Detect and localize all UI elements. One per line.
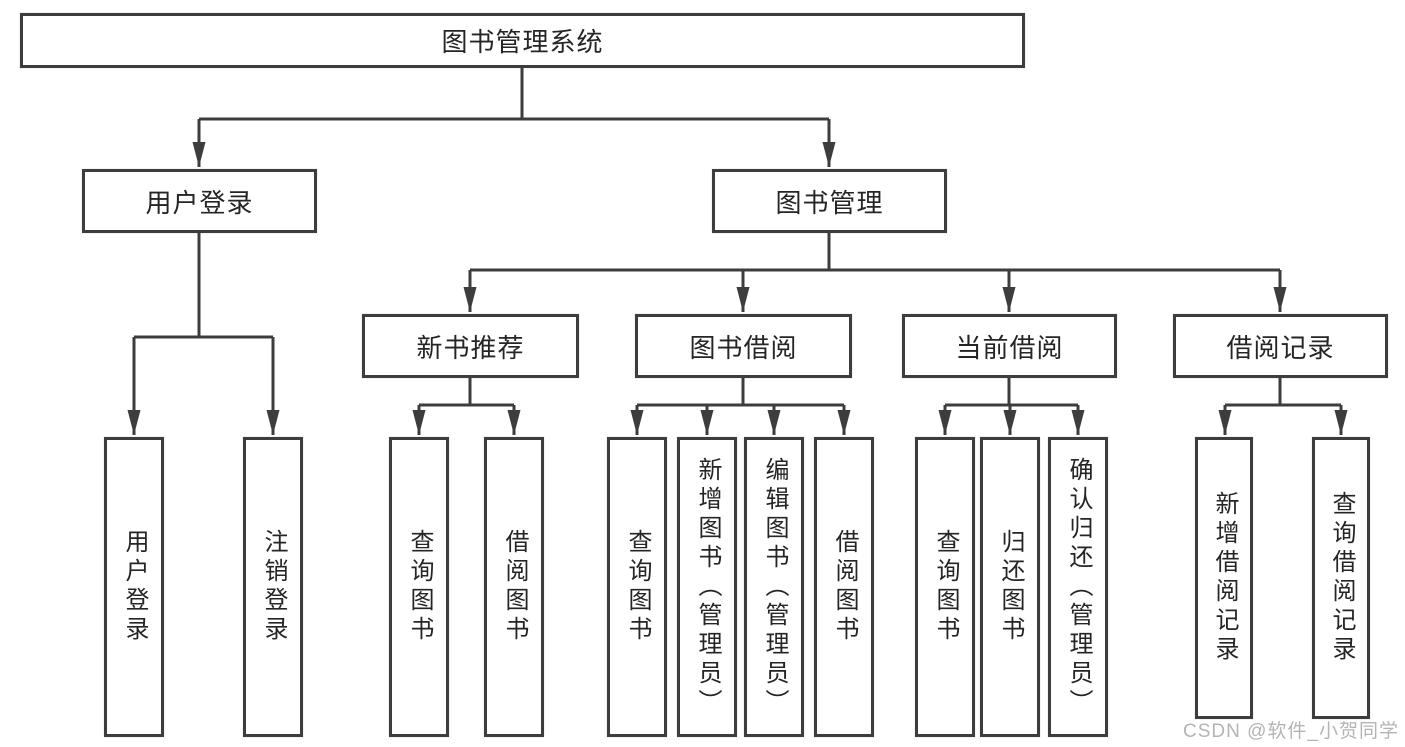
node-book-borrow: 图书借阅 xyxy=(635,314,852,378)
leaf-add-books-admin: 新增图书（管理员） xyxy=(677,437,737,737)
node-label: 编辑图书（管理员） xyxy=(761,456,788,718)
node-book-management: 图书管理 xyxy=(712,169,947,233)
leaf-borrow-books: 借阅图书 xyxy=(814,437,874,737)
node-label: 图书管理 xyxy=(775,187,884,218)
node-label: 借阅图书 xyxy=(831,529,858,645)
node-label: 借阅记录 xyxy=(1226,332,1335,363)
node-label: 确认归还（管理员） xyxy=(1065,456,1092,718)
leaf-query-books: 查询图书 xyxy=(389,437,449,737)
node-borrow-records: 借阅记录 xyxy=(1173,314,1388,378)
node-label: 用户登录 xyxy=(145,187,254,218)
leaf-query-books: 查询图书 xyxy=(915,437,975,737)
node-label: 当前借阅 xyxy=(955,332,1064,363)
node-new-book-recommend: 新书推荐 xyxy=(362,314,579,378)
node-label: 用户登录 xyxy=(121,529,148,645)
node-label: 归还图书 xyxy=(997,529,1024,645)
node-label: 借阅图书 xyxy=(501,529,528,645)
leaf-edit-books-admin: 编辑图书（管理员） xyxy=(744,437,804,737)
node-label: 注销登录 xyxy=(260,529,287,645)
node-label: 图书管理系统 xyxy=(441,27,604,57)
leaf-query-borrow-record: 查询借阅记录 xyxy=(1312,437,1370,719)
node-current-borrow: 当前借阅 xyxy=(902,314,1117,378)
node-user-login: 用户登录 xyxy=(82,169,317,233)
csdn-watermark: CSDN @软件_小贺同学 xyxy=(1183,721,1399,742)
node-label: 查询借阅记录 xyxy=(1328,491,1355,665)
node-label: 新书推荐 xyxy=(416,332,525,363)
node-label: 查询图书 xyxy=(406,529,433,645)
leaf-logout: 注销登录 xyxy=(243,437,303,737)
leaf-add-borrow-record: 新增借阅记录 xyxy=(1195,437,1253,719)
node-label: 查询图书 xyxy=(932,529,959,645)
leaf-confirm-return-admin: 确认归还（管理员） xyxy=(1048,437,1108,737)
node-root-library-system: 图书管理系统 xyxy=(20,13,1025,68)
leaf-return-books: 归还图书 xyxy=(980,437,1040,737)
leaf-user-login: 用户登录 xyxy=(104,437,164,737)
node-label: 新增借阅记录 xyxy=(1211,491,1238,665)
node-label: 图书借阅 xyxy=(689,332,798,363)
node-label: 查询图书 xyxy=(624,529,651,645)
leaf-query-books: 查询图书 xyxy=(607,437,667,737)
leaf-borrow-books: 借阅图书 xyxy=(484,437,544,737)
node-label: 新增图书（管理员） xyxy=(694,456,721,718)
